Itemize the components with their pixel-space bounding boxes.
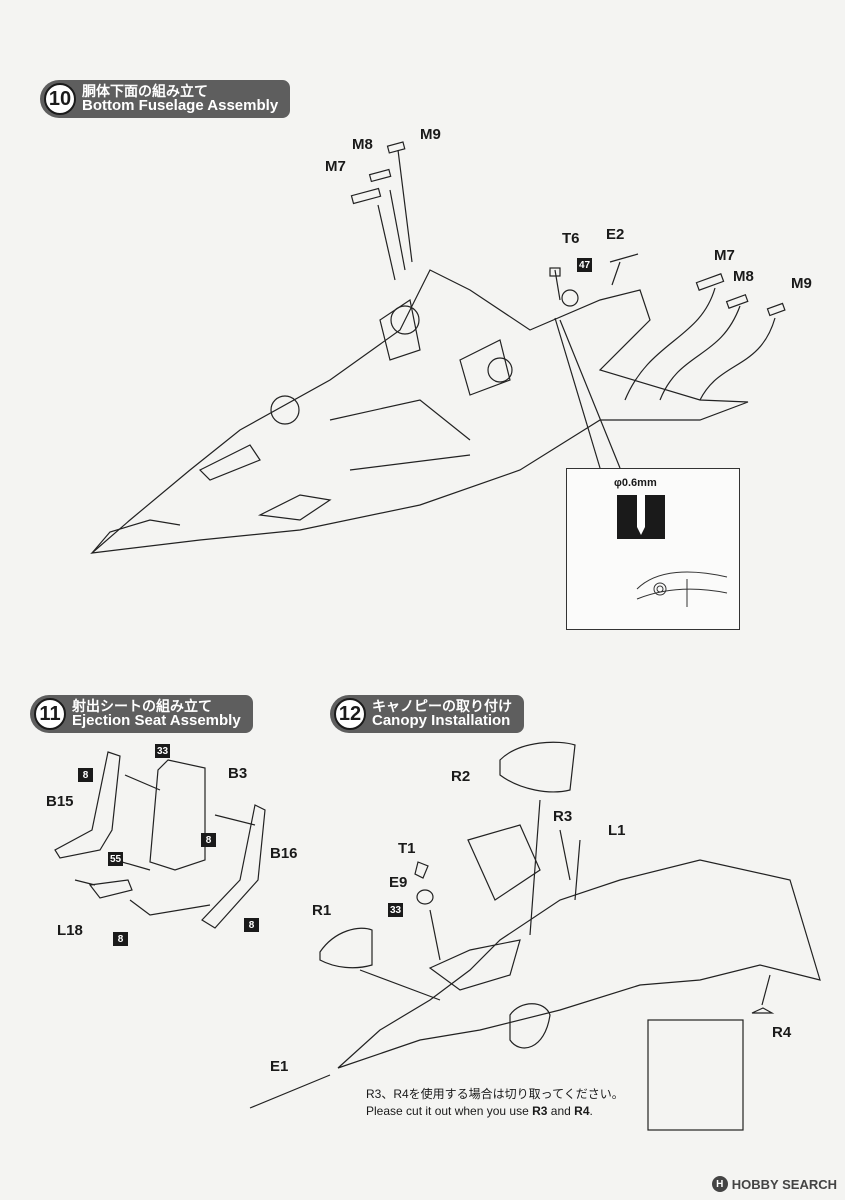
paint-color-badge: 47 bbox=[577, 258, 592, 272]
part-label-l1: L1 bbox=[608, 822, 626, 839]
step-12-header: 12 キャノピーの取り付け Canopy Installation bbox=[330, 695, 524, 733]
part-label-m8: M8 bbox=[733, 268, 754, 285]
drill-size-label: φ0.6mm bbox=[614, 477, 657, 489]
step-number: 10 bbox=[44, 83, 76, 115]
part-label-b16: B16 bbox=[270, 845, 298, 862]
step-number: 12 bbox=[334, 698, 366, 730]
part-label-r2: R2 bbox=[451, 768, 471, 785]
watermark-text: HOBBY SEARCH bbox=[731, 1176, 837, 1192]
paint-color-badge: 8 bbox=[244, 918, 259, 932]
part-label-r1: R1 bbox=[312, 902, 332, 919]
drill-icon bbox=[617, 495, 728, 607]
paint-color-badge: 8 bbox=[201, 833, 216, 847]
part-label-m7: M7 bbox=[325, 158, 346, 175]
paint-color-badge: 33 bbox=[155, 744, 170, 758]
part-label-m9: M9 bbox=[420, 126, 441, 143]
part-label-m8: M8 bbox=[352, 136, 373, 153]
paint-color-badge: 55 bbox=[108, 852, 123, 866]
part-label-l18: L18 bbox=[57, 922, 83, 939]
part-label-r4: R4 bbox=[772, 1024, 792, 1041]
part-label-e2: E2 bbox=[606, 226, 625, 243]
step-title-jp: キャノピーの取り付け bbox=[372, 697, 512, 714]
part-label-e9: E9 bbox=[389, 874, 408, 891]
step-11-header: 11 射出シートの組み立て Ejection Seat Assembly bbox=[30, 695, 253, 733]
step-title-en: Ejection Seat Assembly bbox=[72, 712, 241, 730]
step-title-en: Bottom Fuselage Assembly bbox=[82, 97, 279, 115]
note-en: Please cut it out when you use R3 and R4… bbox=[366, 1104, 593, 1119]
part-label-m9: M9 bbox=[791, 275, 812, 292]
drill-detail-box: φ0.6mm bbox=[566, 468, 740, 630]
note-jp: R3、R4を使用する場合は切り取ってください。 bbox=[366, 1087, 624, 1101]
step-number: 11 bbox=[34, 698, 66, 730]
part-label-r3: R3 bbox=[553, 808, 573, 825]
step-title-en: Canopy Installation bbox=[372, 712, 511, 730]
part-label-b15: B15 bbox=[46, 793, 74, 810]
paint-color-badge: 33 bbox=[388, 903, 403, 917]
step-title-jp: 胴体下面の組み立て bbox=[82, 82, 208, 99]
cut-instruction-note: R3、R4を使用する場合は切り取ってください。 Please cut it ou… bbox=[366, 1086, 624, 1121]
part-label-m7: M7 bbox=[714, 247, 735, 264]
part-label-e1: E1 bbox=[270, 1058, 289, 1075]
step-title-jp: 射出シートの組み立て bbox=[72, 697, 212, 714]
part-label-b3: B3 bbox=[228, 765, 248, 782]
paint-color-badge: 8 bbox=[113, 932, 128, 946]
hobby-search-watermark: H HOBBY SEARCH bbox=[711, 1176, 837, 1192]
part-label-t6: T6 bbox=[562, 230, 580, 247]
step-10-header: 10 胴体下面の組み立て Bottom Fuselage Assembly bbox=[40, 80, 291, 118]
paint-color-badge: 8 bbox=[78, 768, 93, 782]
hobby-search-logo-icon: H bbox=[711, 1176, 728, 1192]
part-label-t1: T1 bbox=[398, 840, 416, 857]
